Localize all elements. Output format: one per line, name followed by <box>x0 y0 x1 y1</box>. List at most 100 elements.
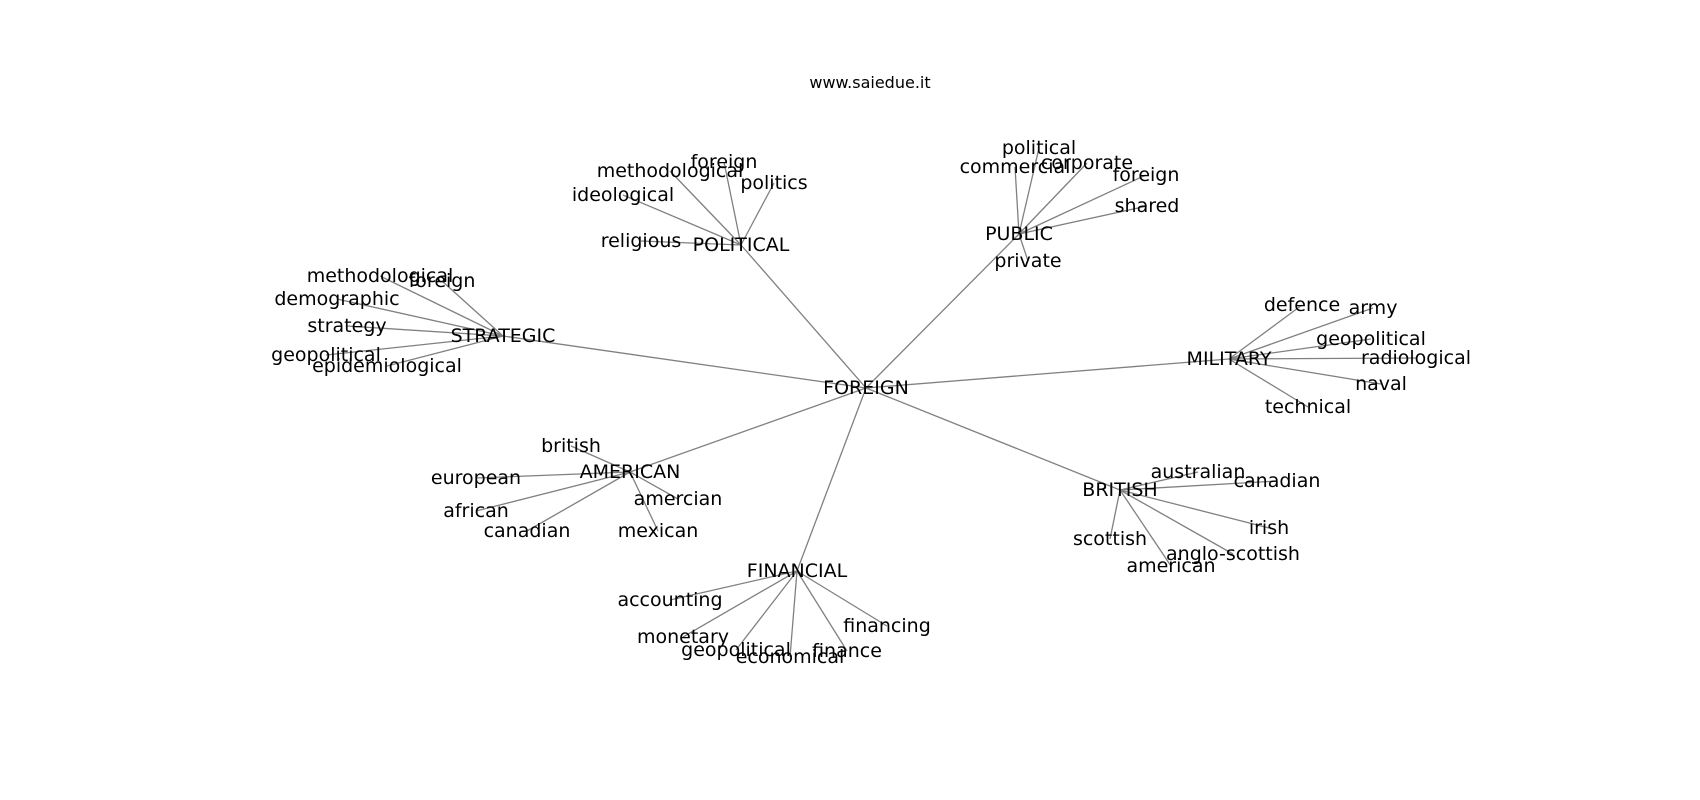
leaf-node-american-african: african <box>443 500 509 522</box>
edge-american-african <box>475 471 631 512</box>
leaf-node-strategic-geopolitical: geopolitical <box>271 344 381 366</box>
site-title: www.saiedue.it <box>809 73 930 92</box>
edge-financial-economical <box>789 570 798 658</box>
leaf-node-military-radiological: radiological <box>1361 347 1471 369</box>
center-node-label: FOREIGN <box>823 377 909 399</box>
edge-military-radiological <box>1228 357 1417 360</box>
edge-financial-monetary <box>682 570 798 638</box>
edge-american-amercian <box>629 471 679 500</box>
leaf-node-british-american: american <box>1126 555 1215 577</box>
leaf-node-public-shared: shared <box>1115 195 1180 217</box>
leaf-node-british-anglo-scottish: anglo-scottish <box>1166 543 1300 565</box>
leaf-node-military-army: army <box>1349 297 1398 319</box>
edge-public-foreign <box>1018 174 1147 235</box>
leaf-node-political-religious: religious <box>601 230 682 252</box>
leaf-node-american-amercian: amercian <box>634 488 723 510</box>
leaf-node-strategic-epidemiological: epidemiological <box>312 355 462 377</box>
edge-american-mexican <box>629 471 659 532</box>
leaf-node-political-foreign: foreign <box>691 151 758 173</box>
leaf-node-public-political: political <box>1002 137 1076 159</box>
edge-center-british <box>865 387 1121 491</box>
edge-strategic-strategy <box>346 325 504 337</box>
edge-american-british <box>570 445 631 473</box>
edge-political-religious <box>640 240 742 246</box>
edge-financial-financing <box>796 570 888 627</box>
edge-military-geopolitical <box>1228 338 1372 360</box>
group-node-public: PUBLIC <box>985 223 1053 245</box>
leaf-node-american-british: british <box>541 435 601 457</box>
leaf-node-political-politics: politics <box>740 172 807 194</box>
leaf-node-strategic-methodological: methodological <box>307 265 454 287</box>
leaf-node-british-australian: australian <box>1151 461 1246 483</box>
edge-political-ideological <box>622 194 742 246</box>
edge-political-foreign <box>723 161 742 246</box>
leaf-node-political-methodological: methodological <box>597 160 744 182</box>
leaf-node-public-commercial: commercial <box>960 156 1071 178</box>
edge-military-technical <box>1228 358 1309 408</box>
edge-british-anglo-scottish <box>1119 489 1234 555</box>
leaf-node-strategic-demographic: demographic <box>274 288 399 310</box>
group-node-strategic: STRATEGIC <box>451 325 556 347</box>
leaf-node-military-geopolitical: geopolitical <box>1316 328 1426 350</box>
edge-center-strategic <box>502 335 867 389</box>
group-node-political: POLITICAL <box>693 234 790 256</box>
edge-financial-finance <box>796 570 848 652</box>
leaf-node-financial-accounting: accounting <box>617 589 722 611</box>
leaf-node-financial-financing: financing <box>843 615 931 637</box>
leaf-node-public-corporate: corporate <box>1041 152 1133 174</box>
leaf-node-financial-finance: finance <box>812 640 882 662</box>
group-node-military: MILITARY <box>1187 348 1272 370</box>
edge-financial-accounting <box>669 570 798 601</box>
leaf-node-british-scottish: scottish <box>1073 528 1147 550</box>
edge-british-canadian <box>1119 480 1278 491</box>
leaf-node-american-european: european <box>431 467 521 489</box>
leaf-node-american-canadian: canadian <box>484 520 571 542</box>
edge-military-army <box>1228 307 1374 360</box>
edge-political-methodological <box>669 170 742 246</box>
edge-strategic-methodological <box>379 275 504 337</box>
group-node-financial: FINANCIAL <box>747 560 848 582</box>
leaf-node-military-technical: technical <box>1265 396 1351 418</box>
edge-public-commercial <box>1014 166 1020 235</box>
leaf-node-british-irish: irish <box>1249 517 1289 539</box>
leaf-node-financial-geopolitical: geopolitical <box>681 639 791 661</box>
edge-military-naval <box>1228 358 1382 385</box>
edge-military-defence <box>1228 304 1303 360</box>
edge-center-financial <box>796 387 867 572</box>
leaf-node-political-ideological: ideological <box>572 184 674 206</box>
leaf-node-american-mexican: mexican <box>618 520 699 542</box>
leaf-node-strategic-strategy: strategy <box>307 315 386 337</box>
edge-political-politics <box>740 182 775 246</box>
group-node-american: AMERICAN <box>580 461 681 483</box>
edge-public-corporate <box>1018 162 1088 235</box>
edge-public-shared <box>1018 205 1148 235</box>
edge-center-political <box>740 244 867 389</box>
leaf-node-military-naval: naval <box>1355 373 1407 395</box>
edge-strategic-epidemiological <box>386 335 504 367</box>
edge-american-canadian <box>526 471 631 532</box>
edge-british-irish <box>1119 489 1270 529</box>
edge-center-american <box>629 387 867 473</box>
leaf-node-financial-monetary: monetary <box>637 626 729 648</box>
edge-strategic-geopolitical <box>325 335 504 356</box>
leaf-node-strategic-foreign: foreign <box>409 270 476 292</box>
leaf-node-public-private: private <box>994 250 1061 272</box>
edge-strategic-demographic <box>336 298 504 337</box>
edge-strategic-foreign <box>441 280 504 337</box>
group-node-british: BRITISH <box>1082 479 1157 501</box>
edge-public-political <box>1018 147 1040 235</box>
edge-center-public <box>865 233 1020 389</box>
edges-layer <box>325 147 1417 658</box>
edge-american-european <box>475 471 631 479</box>
edge-public-private <box>1018 233 1029 262</box>
labels-layer: FOREIGNPOLITICALforeignmethodologicalpol… <box>271 137 1471 668</box>
leaf-node-military-defence: defence <box>1264 294 1340 316</box>
leaf-node-british-canadian: canadian <box>1234 470 1321 492</box>
leaf-node-financial-economical: economical <box>736 646 845 668</box>
leaf-node-public-foreign: foreign <box>1113 164 1180 186</box>
edge-financial-geopolitical <box>735 570 798 651</box>
edge-center-military <box>865 358 1230 389</box>
edge-british-australian <box>1119 471 1199 491</box>
edge-british-american <box>1119 489 1172 567</box>
